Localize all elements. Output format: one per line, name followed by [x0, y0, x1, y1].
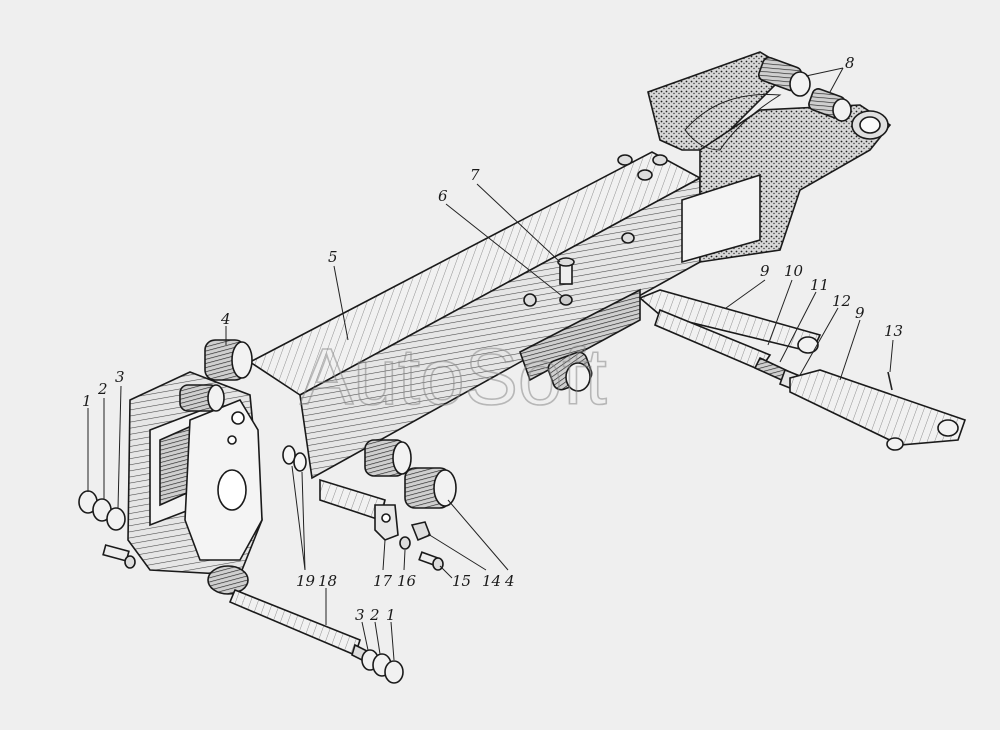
bolt-15: [418, 551, 444, 571]
callout-3-left: 3: [115, 368, 125, 386]
leader-lines: [87, 67, 894, 661]
lower-lug-bushing: [547, 351, 593, 392]
callout-13: 13: [884, 322, 903, 340]
callout-4-upper: 4: [220, 310, 231, 328]
callout-16: 16: [397, 572, 417, 590]
nut-washers-lower: [361, 649, 404, 684]
callout-8: 8: [845, 54, 855, 72]
callout-12: 12: [832, 292, 851, 310]
callout-11: 11: [810, 276, 829, 294]
bolt-small-left: [102, 544, 136, 569]
bushing-8: [757, 56, 852, 122]
washers-19: [282, 445, 307, 472]
bolt-7: [557, 257, 575, 306]
callout-18: 18: [318, 572, 337, 590]
rear-fork: [647, 51, 892, 264]
callout-9-upper: 9: [760, 262, 770, 280]
callout-9-lower: 9: [855, 304, 865, 322]
bushing-4-upper: [179, 339, 253, 412]
callout-15: 15: [452, 572, 471, 590]
callout-1-lower: 1: [386, 606, 396, 624]
rod-18: [207, 565, 376, 667]
callout-2-lower: 2: [369, 606, 380, 624]
nut-washers-upper: [78, 490, 126, 531]
link-9-lower: [789, 369, 967, 451]
callout-4-lower: 4: [504, 572, 515, 590]
front-bracket: [127, 371, 263, 576]
callout-6: 6: [438, 187, 448, 205]
callout-5: 5: [328, 248, 338, 266]
callout-1-left: 1: [82, 392, 92, 410]
main-beam: [248, 151, 702, 480]
mounting-nuts: [523, 154, 668, 307]
link-9-upper: [638, 289, 822, 354]
callout-7: 7: [470, 166, 480, 184]
callout-10: 10: [784, 262, 804, 280]
pin-plate-17: [319, 478, 399, 541]
callout-labels: 1 2 3 4 5 6 7 8 9 10 11 12 9 13 19 18 17…: [82, 54, 903, 624]
washer-16: [399, 536, 411, 550]
callout-17: 17: [373, 572, 393, 590]
fitting-14: [410, 521, 432, 542]
callout-19: 19: [296, 572, 316, 590]
watermark-text: AutoSoft: [300, 332, 607, 421]
callout-14: 14: [482, 572, 501, 590]
bushing-4-lower: [364, 439, 457, 509]
callout-2-left: 2: [97, 380, 108, 398]
callout-3-lower: 3: [355, 606, 365, 624]
cotter-pin-13: [887, 371, 893, 391]
